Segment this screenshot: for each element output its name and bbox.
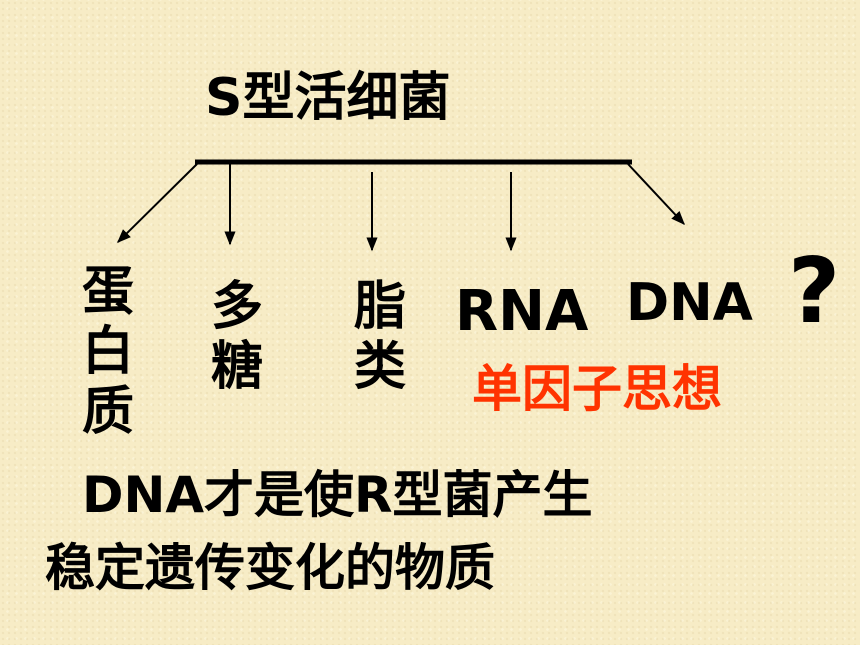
- component-rna: RNA: [455, 279, 589, 344]
- arrow-to-dna: [627, 163, 685, 226]
- slide-title: S型活细菌: [205, 68, 451, 128]
- protein-char-1: 蛋: [81, 262, 134, 322]
- arrow-to-protein: [117, 163, 198, 243]
- component-polysaccharide: 多 糖: [207, 277, 267, 397]
- question-mark: ?: [788, 239, 841, 344]
- component-dna: DNA: [626, 273, 753, 333]
- component-protein: 蛋 白 质: [78, 262, 138, 442]
- protein-char-2: 白: [81, 322, 134, 382]
- conclusion-line-1: DNA才是使R型菌产生: [82, 466, 593, 524]
- lipid-char-2: 类: [353, 337, 406, 397]
- polysaccharide-char-2: 糖: [210, 337, 263, 397]
- method-note: 单因子思想: [472, 360, 722, 418]
- polysaccharide-char-1: 多: [210, 277, 263, 337]
- lipid-char-1: 脂: [353, 277, 406, 337]
- protein-char-3: 质: [81, 382, 134, 442]
- conclusion-line-2: 稳定遗传变化的物质: [45, 539, 495, 597]
- component-lipid: 脂 类: [350, 277, 410, 397]
